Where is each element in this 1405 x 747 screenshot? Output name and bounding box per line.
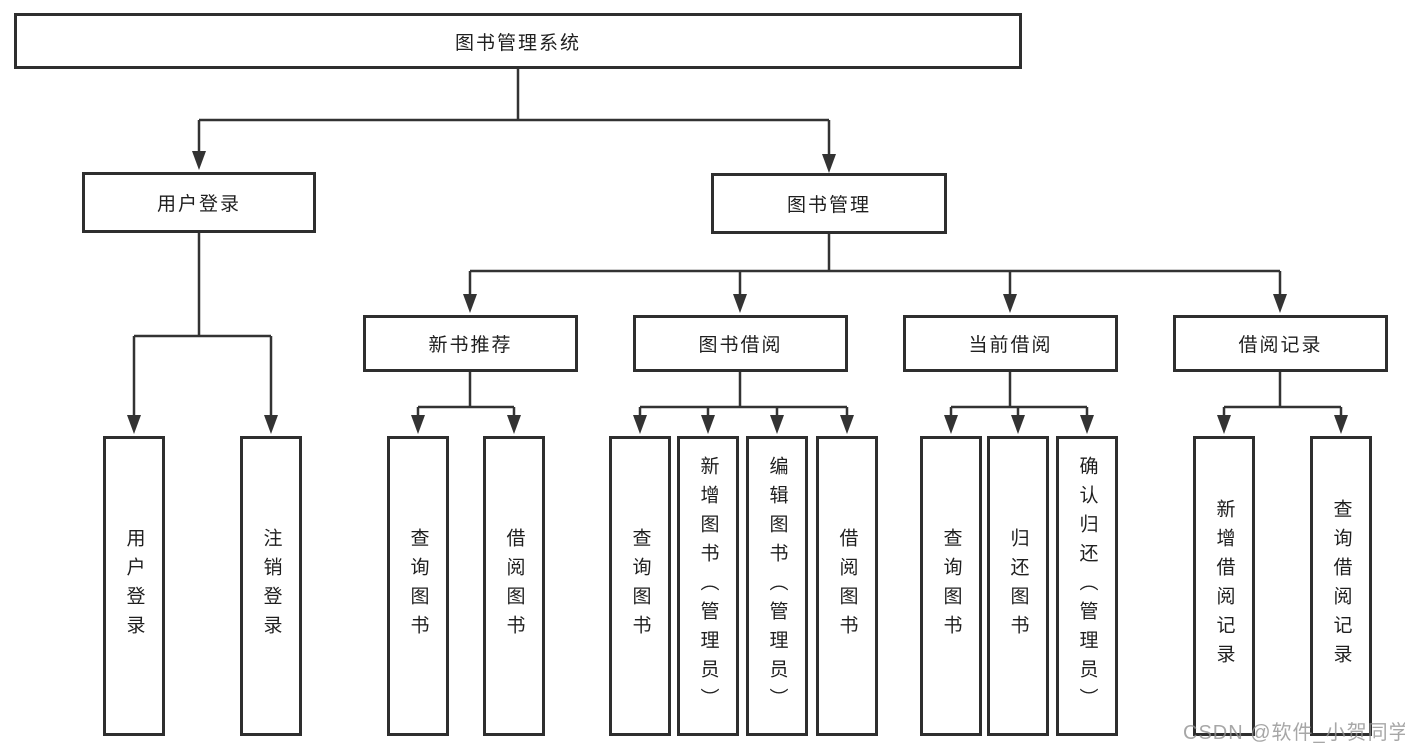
leaf-query-books-recommend: 查询图书 xyxy=(387,436,449,736)
node-label: 借阅记录 xyxy=(1238,335,1323,356)
node-new-book-recommendation: 新书推荐 xyxy=(363,315,578,372)
leaf-query-books-current: 查询图书 xyxy=(920,436,982,736)
node-label: 图书借阅 xyxy=(698,335,783,356)
node-user-login: 用户登录 xyxy=(82,172,316,233)
leaf-label: 确认归还（管理员） xyxy=(1076,455,1098,717)
leaf-label: 借阅图书 xyxy=(503,528,525,644)
leaf-label: 用户登录 xyxy=(123,528,145,644)
node-current-borrowing: 当前借阅 xyxy=(903,315,1118,372)
node-borrowing-records: 借阅记录 xyxy=(1173,315,1388,372)
node-label: 用户登录 xyxy=(156,194,241,215)
watermark: CSDN @软件_小贺同学 xyxy=(1183,722,1405,744)
leaf-logout: 注销登录 xyxy=(240,436,302,736)
leaf-return-books: 归还图书 xyxy=(987,436,1049,736)
leaf-user-login: 用户登录 xyxy=(103,436,165,736)
leaf-edit-book-admin: 编辑图书（管理员） xyxy=(746,436,808,736)
node-label: 当前借阅 xyxy=(968,335,1053,356)
node-label: 新书推荐 xyxy=(428,335,513,356)
leaf-query-books-borrow: 查询图书 xyxy=(609,436,671,736)
node-book-management: 图书管理 xyxy=(711,173,947,234)
leaf-borrow-books-recommend: 借阅图书 xyxy=(483,436,545,736)
leaf-add-book-admin: 新增图书（管理员） xyxy=(677,436,739,736)
leaf-confirm-return-admin: 确认归还（管理员） xyxy=(1056,436,1118,736)
node-label: 图书管理系统 xyxy=(454,32,581,54)
leaf-label: 查询借阅记录 xyxy=(1330,499,1352,673)
leaf-label: 新增图书（管理员） xyxy=(697,455,719,717)
leaf-label: 编辑图书（管理员） xyxy=(766,455,788,717)
leaf-label: 注销登录 xyxy=(260,528,282,644)
leaf-label: 查询图书 xyxy=(407,528,429,644)
leaf-borrow-books: 借阅图书 xyxy=(816,436,878,736)
leaf-label: 查询图书 xyxy=(940,528,962,644)
leaf-label: 归还图书 xyxy=(1007,528,1029,644)
node-book-borrowing: 图书借阅 xyxy=(633,315,848,372)
node-label: 图书管理 xyxy=(786,195,871,216)
leaf-label: 查询图书 xyxy=(629,528,651,644)
leaf-query-borrow-record: 查询借阅记录 xyxy=(1310,436,1372,736)
leaf-add-borrow-record: 新增借阅记录 xyxy=(1193,436,1255,736)
node-library-management-system: 图书管理系统 xyxy=(14,13,1022,69)
leaf-label: 新增借阅记录 xyxy=(1213,499,1235,673)
leaf-label: 借阅图书 xyxy=(836,528,858,644)
